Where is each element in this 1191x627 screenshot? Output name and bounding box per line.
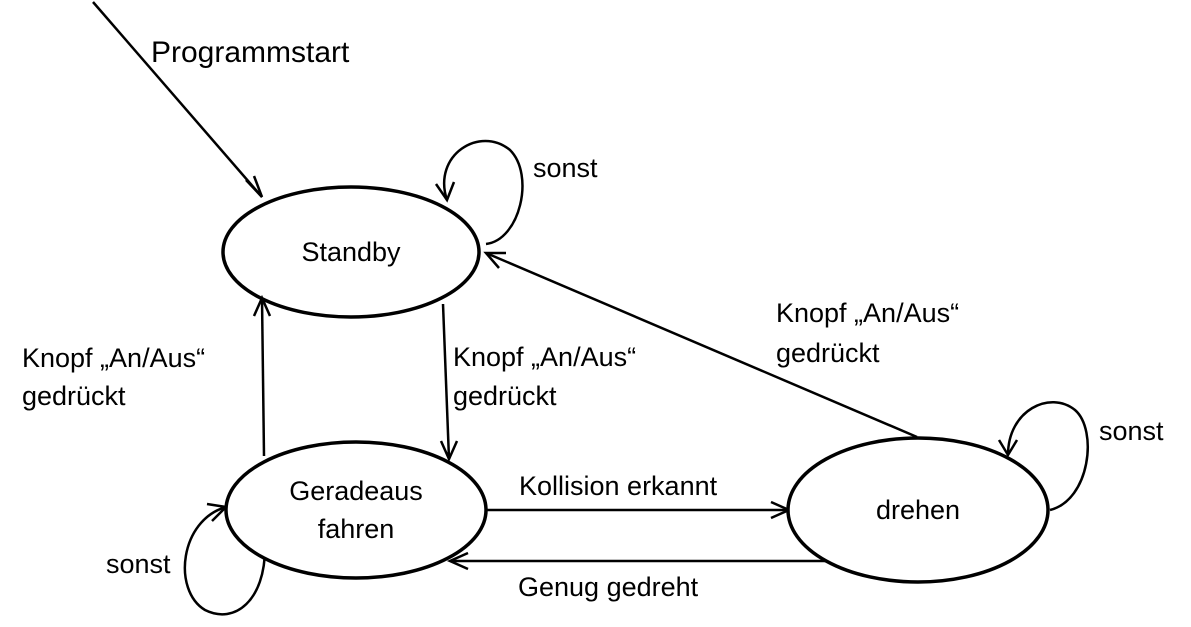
- start-label: Programmstart: [151, 36, 350, 69]
- start-transition: Programmstart: [92, 1, 350, 198]
- state-geradeaus: Geradeaus fahren: [224, 440, 488, 580]
- drehen-self-loop-arrowhead: [997, 439, 1019, 458]
- standby-self-loop-label: sonst: [533, 153, 598, 183]
- geradeaus-self-loop-label: sonst: [106, 549, 171, 579]
- drehen-to-standby-line: [485, 251, 918, 439]
- geradeaus-to-standby-line: [260, 297, 266, 457]
- state-geradeaus-label-line1: Geradeaus: [289, 476, 423, 506]
- transition-standby-to-geradeaus: Knopf „An/Aus“ gedrückt: [439, 303, 636, 463]
- standby-self-loop-path: [443, 139, 524, 246]
- state-standby-label: Standby: [301, 237, 401, 267]
- drehen-to-geradeaus-arrowhead: [446, 551, 469, 571]
- state-drehen-ellipse: [786, 436, 1050, 584]
- state-standby-ellipse: [221, 185, 481, 319]
- state-geradeaus-ellipse: [224, 440, 488, 580]
- standby-to-geradeaus-label-line1: Knopf „An/Aus“: [453, 342, 636, 372]
- drehen-self-loop-label: sonst: [1099, 416, 1164, 446]
- start-arrow-line: [92, 1, 263, 198]
- drehen-self-loop: sonst: [997, 401, 1164, 512]
- state-geradeaus-label-line2: fahren: [318, 514, 395, 544]
- drehen-self-loop-path: [1006, 401, 1089, 512]
- state-drehen-label: drehen: [876, 495, 960, 525]
- drehen-to-standby-label-line1: Knopf „An/Aus“: [776, 298, 959, 328]
- state-standby: Standby: [221, 185, 481, 319]
- geradeaus-to-drehen-label: Kollision erkannt: [519, 471, 718, 501]
- drehen-to-geradeaus-label: Genug gedreht: [518, 572, 699, 602]
- geradeaus-to-standby-label-line1: Knopf „An/Aus“: [22, 343, 205, 373]
- geradeaus-self-loop: sonst: [106, 502, 267, 616]
- geradeaus-self-loop-arrowhead: [206, 502, 229, 522]
- standby-self-loop-arrowhead: [434, 181, 456, 203]
- drehen-to-standby-label-line2: gedrückt: [776, 338, 880, 368]
- geradeaus-to-standby-label-line2: gedrückt: [22, 381, 126, 411]
- standby-to-geradeaus-label-line2: gedrückt: [453, 381, 557, 411]
- geradeaus-self-loop-path: [183, 505, 267, 616]
- transition-geradeaus-to-standby: Knopf „An/Aus“ gedrückt: [22, 294, 272, 457]
- transition-drehen-to-geradeaus: Genug gedreht: [446, 551, 826, 602]
- standby-self-loop: sonst: [434, 139, 598, 246]
- start-arrowhead: [245, 175, 264, 198]
- transition-geradeaus-to-drehen: Kollision erkannt: [486, 471, 793, 520]
- geradeaus-to-standby-arrowhead: [252, 294, 272, 317]
- transition-drehen-to-standby: Knopf „An/Aus“ gedrückt: [483, 251, 959, 439]
- standby-to-geradeaus-arrowhead: [439, 440, 459, 463]
- standby-to-geradeaus-line: [441, 303, 451, 460]
- drehen-to-standby-arrowhead: [483, 251, 506, 269]
- state-drehen: drehen: [786, 436, 1050, 584]
